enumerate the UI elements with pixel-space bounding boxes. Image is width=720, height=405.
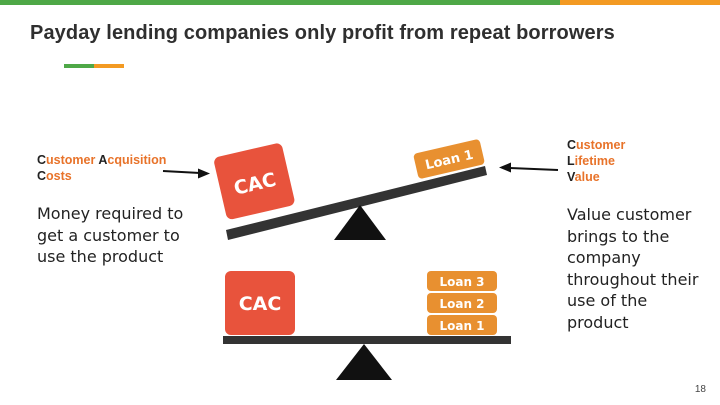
top-accent-bar (0, 0, 720, 5)
page-number: 18 (694, 384, 706, 395)
loan-stack: Loan 3 Loan 2 Loan 1 (427, 271, 497, 335)
tilted-fulcrum (334, 205, 386, 240)
right-arrow-icon (499, 162, 559, 173)
svg-text:Loan 3: Loan 3 (439, 275, 484, 289)
balanced-scale: CAC Loan 3 Loan 2 Loan 1 (223, 271, 511, 380)
top-accent-orange (560, 0, 720, 5)
cac-heading: Customer Acquisition Costs (37, 152, 166, 184)
loan-block-3: Loan 3 (427, 271, 497, 291)
cac-block-top: CAC (214, 143, 295, 220)
tilted-scale: CAC Loan 1 (214, 139, 487, 240)
clv-description: Value customer brings to the company thr… (567, 205, 699, 332)
balanced-fulcrum (336, 344, 392, 380)
loan-block-top: Loan 1 (413, 139, 485, 179)
svg-text:Loan 1: Loan 1 (439, 319, 484, 333)
left-arrow-icon (162, 168, 210, 179)
top-accent-green (0, 0, 560, 5)
clv-heading-line-1: Customer (567, 138, 626, 152)
clv-heading: Customer Lifetime Value (567, 137, 625, 185)
cac-block-bottom: CAC (225, 271, 295, 335)
cac-description: Money required to get a customer to use … (37, 204, 184, 266)
cac-heading-line-1: Customer Acquisition (37, 153, 167, 167)
title-underline (64, 64, 124, 68)
loan-block-1: Loan 1 (427, 315, 497, 335)
clv-heading-line-2: Lifetime (567, 154, 615, 168)
tilted-beam (226, 166, 487, 240)
cac-heading-line-2: Costs (37, 169, 72, 183)
clv-heading-line-3: Value (567, 170, 600, 184)
loan-block-2: Loan 2 (427, 293, 497, 313)
slide-title: Payday lending companies only profit fro… (30, 22, 615, 44)
balanced-beam (223, 336, 511, 344)
svg-text:Loan 2: Loan 2 (439, 297, 484, 311)
svg-text:CAC: CAC (239, 293, 282, 315)
